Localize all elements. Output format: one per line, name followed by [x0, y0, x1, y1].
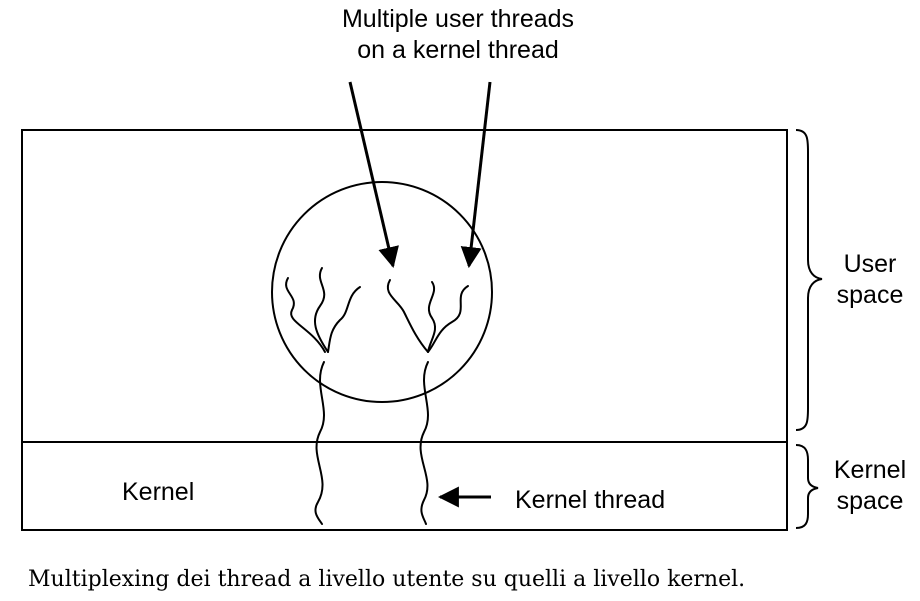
label-user-space: User space	[820, 249, 920, 311]
label-kernel-space: Kernel space	[820, 455, 920, 517]
user-thread-2	[313, 267, 329, 353]
user-thread-1	[285, 277, 326, 353]
process-circle	[271, 181, 493, 403]
arrow-to-thread-b	[460, 81, 492, 269]
label-kernel: Kernel	[122, 478, 195, 506]
user-thread-4	[386, 279, 429, 353]
brace-user-space	[795, 129, 823, 431]
label-kernel-thread: Kernel thread	[515, 486, 666, 514]
kernel-threads	[314, 361, 429, 525]
user-space-box	[21, 129, 788, 443]
user-thread-6	[427, 285, 469, 353]
user-thread-5	[427, 281, 437, 353]
label-top-line1: Multiple user threads	[341, 5, 575, 33]
kernel-thread-1	[314, 361, 325, 525]
user-thread-3	[327, 286, 361, 353]
label-top-line2: on a kernel thread	[357, 36, 559, 64]
label-multiple-user-threads: Multiple user threads on a kernel thread	[300, 4, 616, 66]
user-threads	[285, 267, 469, 353]
arrow-to-thread-a	[348, 81, 399, 269]
label-user-line1: User	[843, 250, 897, 278]
brace-kernel-space	[795, 444, 819, 529]
kernel-thread-2	[419, 361, 429, 525]
label-kernelspace-line1: Kernel	[833, 456, 907, 484]
figure-caption: Multiplexing dei thread a livello utente…	[28, 567, 746, 592]
label-user-line2: space	[836, 281, 904, 309]
kernel-space-box	[21, 441, 788, 531]
label-kernelspace-line2: space	[836, 487, 904, 515]
